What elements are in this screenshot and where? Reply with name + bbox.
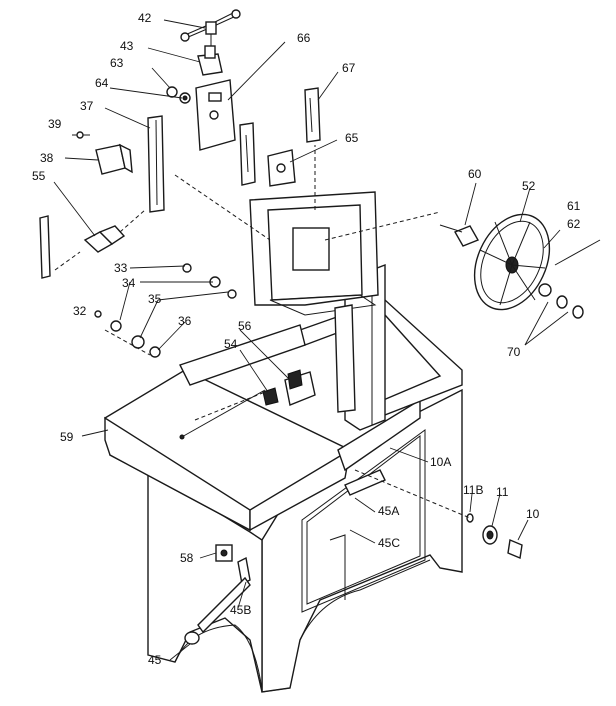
base-cabinet — [147, 388, 463, 693]
callout-61: 61 — [567, 199, 581, 213]
callout-59: 59 — [60, 430, 74, 444]
callout-43: 43 — [120, 39, 134, 53]
callout-11: 11 — [496, 485, 509, 499]
callout-35: 35 — [148, 292, 162, 306]
callout-10A: 10A — [430, 455, 451, 469]
callout-45C: 45C — [378, 536, 400, 550]
callout-45A: 45A — [378, 504, 399, 518]
leader-lines — [53, 19, 569, 661]
callout-66: 66 — [297, 31, 311, 45]
upper-wheel — [473, 213, 551, 311]
table-top — [104, 369, 421, 532]
callout-33: 33 — [114, 261, 128, 275]
callout-58: 58 — [180, 551, 194, 565]
callout-52: 52 — [522, 179, 536, 193]
upper-parts — [39, 9, 601, 645]
callout-67: 67 — [342, 61, 356, 75]
callout-34: 34 — [122, 276, 136, 290]
callout-11B: 11B — [463, 483, 483, 497]
callout-54: 54 — [224, 337, 238, 351]
frame-column — [179, 191, 463, 600]
callout-63: 63 — [110, 56, 124, 70]
callout-70: 70 — [507, 345, 521, 359]
guard-window — [292, 227, 330, 271]
callout-45B: 45B — [230, 603, 251, 617]
callout-37: 37 — [80, 99, 94, 113]
callout-56: 56 — [238, 319, 252, 333]
callout-39: 39 — [48, 117, 62, 131]
assembly-lines — [54, 145, 471, 519]
callout-42: 42 — [138, 11, 152, 25]
callout-62: 62 — [567, 217, 581, 231]
callout-32: 32 — [73, 304, 87, 318]
callout-60: 60 — [468, 167, 482, 181]
callout-45: 45 — [148, 653, 162, 667]
callout-64: 64 — [95, 76, 109, 90]
callout-labels: 42 43 63 64 66 67 37 39 65 38 55 60 52 6… — [32, 11, 581, 667]
callout-65: 65 — [345, 131, 359, 145]
callout-55: 55 — [32, 169, 46, 183]
callout-36: 36 — [178, 314, 192, 328]
callout-10: 10 — [526, 507, 540, 521]
callout-38: 38 — [40, 151, 54, 165]
